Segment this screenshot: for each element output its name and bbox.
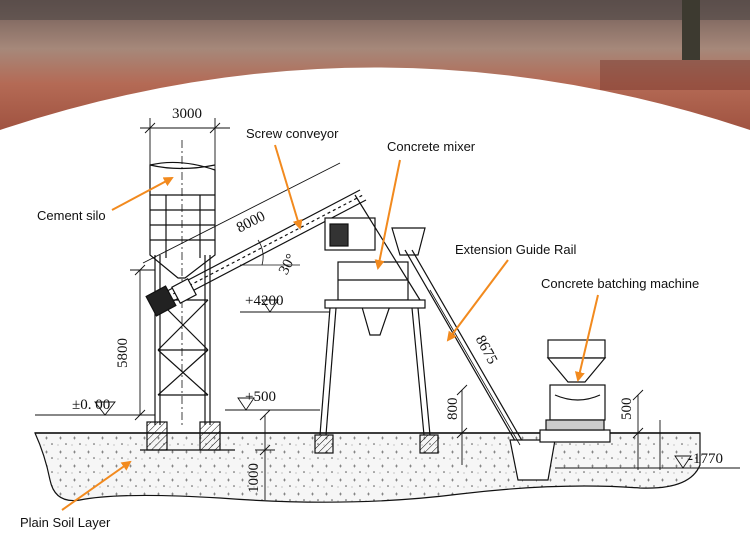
concrete-mixer-shape	[314, 194, 556, 481]
label-arrows	[61, 144, 599, 511]
arrow-cement-silo	[111, 177, 174, 211]
dim-elevation-4200: +4200	[245, 293, 284, 309]
dim-batcher-500: 500	[619, 397, 635, 421]
dim-elevation-500: +500	[245, 389, 276, 405]
batching-machine-shape	[539, 339, 611, 443]
label-screw-conveyor: Screw conveyor	[246, 126, 339, 141]
dim-foundation-depth: 1000	[246, 463, 262, 493]
arrow-concrete-mixer	[374, 159, 401, 270]
screw-conveyor-shape	[145, 189, 367, 317]
label-extension-guide-rail: Extension Guide Rail	[455, 242, 577, 257]
dim-silo-width: 3000	[172, 106, 202, 122]
photo-background	[0, 0, 750, 150]
dim-mixer-leg-800: 800	[445, 397, 461, 421]
arrow-screw-conveyor	[274, 144, 303, 230]
dim-pit-depth: -1770	[688, 451, 723, 467]
dim-ground-level: ±0. 00	[72, 397, 111, 413]
arrow-batching-machine	[574, 294, 599, 382]
label-concrete-mixer: Concrete mixer	[387, 139, 476, 154]
cement-silo-shape	[140, 140, 235, 451]
dimension-lines	[35, 118, 740, 500]
label-plain-soil-layer: Plain Soil Layer	[20, 515, 111, 530]
dim-silo-height: 5800	[115, 338, 131, 368]
arrow-plain-soil	[61, 460, 132, 511]
arrow-guide-rail	[446, 259, 509, 342]
label-cement-silo: Cement silo	[37, 208, 106, 223]
label-concrete-batching-machine: Concrete batching machine	[541, 276, 700, 291]
